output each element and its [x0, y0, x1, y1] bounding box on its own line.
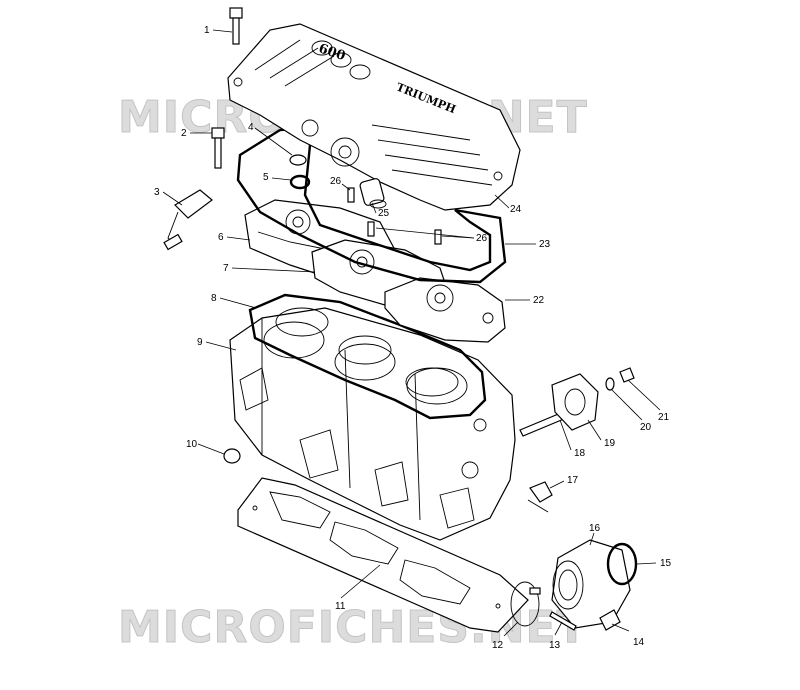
part-4-washer — [289, 154, 307, 166]
callout-2: 2 — [181, 128, 187, 139]
part-11-base-gasket — [237, 477, 529, 633]
part-16-intake-adapter — [551, 539, 631, 629]
callout-14: 14 — [633, 637, 645, 648]
callout-20: 20 — [640, 422, 652, 433]
leader-lines — [162, 29, 661, 637]
callout-12: 12 — [492, 640, 504, 651]
part-19-flange — [551, 373, 599, 431]
callout-21: 21 — [658, 412, 670, 423]
part-21-nut — [619, 367, 635, 383]
callout-15: 15 — [660, 558, 672, 569]
part-15-o-ring — [606, 542, 638, 586]
callout-18: 18 — [574, 448, 586, 459]
callout-7: 7 — [223, 263, 229, 274]
part-13-screw — [549, 611, 577, 631]
callout-1: 1 — [204, 25, 210, 36]
callout-13: 13 — [549, 640, 561, 651]
callout-22: 22 — [533, 295, 545, 306]
callout-24: 24 — [510, 204, 522, 215]
callout-11: 11 — [335, 601, 346, 612]
part-25-sensor — [359, 178, 387, 209]
part-26-pin-a — [347, 187, 355, 203]
callout-26-lower: 26 — [476, 233, 488, 244]
part-26-pin-b — [434, 229, 442, 245]
part-9-cylinder-block — [229, 307, 516, 541]
callout-5: 5 — [263, 172, 269, 183]
callout-3: 3 — [154, 187, 160, 198]
part-26-pin-c — [367, 221, 375, 237]
part-2-bolt — [211, 127, 225, 169]
callout-16: 16 — [589, 523, 601, 534]
callout-10: 10 — [186, 439, 198, 450]
part-8-head-gasket — [248, 293, 487, 420]
part-20-washer — [605, 377, 615, 391]
callout-23: 23 — [539, 239, 551, 250]
part-1-bolt — [229, 7, 243, 45]
part-5-o-ring — [289, 174, 311, 190]
callout-17: 17 — [567, 475, 579, 486]
callout-25: 25 — [378, 208, 390, 219]
callout-26-upper: 26 — [330, 176, 342, 187]
callout-4: 4 — [248, 122, 254, 133]
callout-8: 8 — [211, 293, 217, 304]
part-17-nut — [527, 481, 553, 513]
part-14-screw — [599, 609, 621, 631]
callout-19: 19 — [604, 438, 616, 449]
part-12-clamp — [510, 581, 541, 627]
part-10-plug — [223, 448, 241, 464]
callout-6: 6 — [218, 232, 224, 243]
part-23-cover-gasket — [236, 124, 507, 284]
part-3-spark-plug — [163, 189, 213, 251]
callout-9: 9 — [197, 337, 203, 348]
callout-labels: 1 2 3 4 5 6 7 8 9 10 11 12 13 14 15 16 1… — [154, 25, 672, 651]
